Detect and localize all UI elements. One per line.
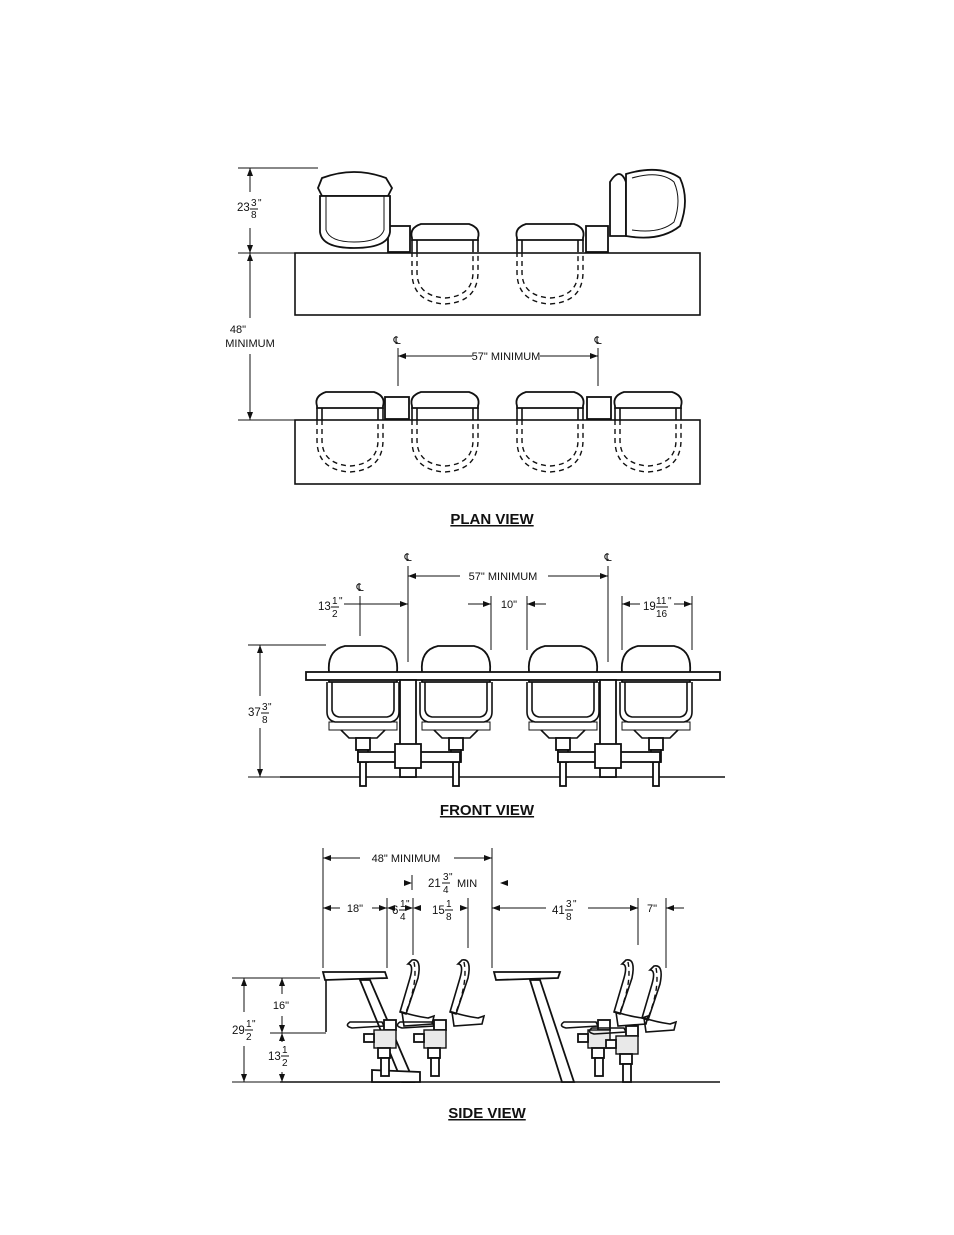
plan-view-title: PLAN VIEW xyxy=(450,511,534,528)
plan-chair xyxy=(515,391,585,473)
front-left-whole: 13 xyxy=(318,601,331,613)
front-cl-chair: ℄ xyxy=(355,582,363,594)
front-left-unit: " xyxy=(339,596,343,607)
side-c-den: 8 xyxy=(446,912,452,923)
plan-table-upper xyxy=(294,252,701,316)
front-chair xyxy=(619,645,693,787)
side-min-num: 3 xyxy=(443,872,449,883)
front-view-title: FRONT VIEW xyxy=(440,802,535,819)
side-b-den: 4 xyxy=(400,912,406,923)
side-b-whole: 6 xyxy=(392,905,398,917)
front-height-num: 3 xyxy=(262,702,268,713)
side-c-whole: 15 xyxy=(432,905,445,917)
side-chair xyxy=(560,958,649,1077)
plan-depth-den: 8 xyxy=(251,210,257,221)
side-e-label: 7" xyxy=(647,903,657,915)
plan-cl-right: ℄ xyxy=(593,335,601,347)
plan-chair-left-rotated xyxy=(317,171,411,253)
side-lower-num: 1 xyxy=(282,1045,288,1056)
side-lower-whole: 13 xyxy=(268,1051,281,1063)
side-b-num: 1 xyxy=(400,899,406,910)
front-left-num: 1 xyxy=(332,596,338,607)
side-d-den: 8 xyxy=(566,912,572,923)
plan-chair xyxy=(613,391,683,473)
side-table-left xyxy=(321,971,389,981)
plan-aisle-line2: MINIMUM xyxy=(225,338,275,350)
plan-chair xyxy=(515,223,585,305)
front-right-whole: 19 xyxy=(643,601,656,613)
front-right-unit: " xyxy=(668,596,672,607)
side-c-num: 1 xyxy=(446,899,452,910)
side-total-whole: 29 xyxy=(232,1025,245,1037)
side-d-num: 3 xyxy=(566,899,572,910)
front-height-den: 8 xyxy=(262,715,268,726)
side-a-label: 18" xyxy=(347,903,363,915)
side-total-den: 2 xyxy=(246,1032,252,1043)
front-cl-left: ℄ xyxy=(403,552,411,564)
plan-chair xyxy=(410,391,480,473)
front-height-unit: " xyxy=(268,702,272,713)
plan-chair xyxy=(315,391,385,473)
front-table-top xyxy=(305,671,721,681)
side-total-num: 1 xyxy=(246,1019,252,1030)
front-right-num: 11 xyxy=(656,596,667,607)
plan-depth-unit: " xyxy=(258,198,262,209)
plan-depth-whole: 23 xyxy=(237,202,250,214)
side-min-den: 4 xyxy=(443,885,449,896)
front-chair xyxy=(526,645,600,787)
side-d-unit: " xyxy=(573,899,577,910)
side-min-whole: 21 xyxy=(428,878,441,890)
side-lower-den: 2 xyxy=(282,1058,288,1069)
plan-depth-num: 3 xyxy=(251,198,257,209)
front-left-den: 2 xyxy=(332,609,338,620)
plan-chair xyxy=(410,223,480,305)
side-upper-label: 16" xyxy=(273,1000,289,1012)
side-d-whole: 41 xyxy=(552,905,565,917)
side-min-unit: " xyxy=(449,872,453,883)
plan-view xyxy=(238,167,701,485)
plan-aisle-line1: 48" xyxy=(230,324,246,336)
front-right-den: 16 xyxy=(656,609,668,620)
front-chair xyxy=(419,645,493,787)
side-min-suffix: MIN xyxy=(457,878,477,890)
side-view-title: SIDE VIEW xyxy=(448,1105,526,1122)
front-chair xyxy=(326,645,400,787)
front-height-whole: 37 xyxy=(248,707,261,719)
front-view xyxy=(248,566,725,787)
side-table-right xyxy=(492,971,562,981)
plan-centers-label: 57" MINIMUM xyxy=(472,351,541,363)
plan-chair-right-rotated xyxy=(585,168,686,253)
plan-cl-left: ℄ xyxy=(392,335,400,347)
side-b-unit: " xyxy=(406,899,410,910)
front-centers-label: 57" MINIMUM xyxy=(469,571,538,583)
plan-table-lower xyxy=(294,419,701,485)
front-gap-label: 10" xyxy=(501,599,517,611)
side-total-unit: " xyxy=(252,1019,256,1030)
front-cl-right: ℄ xyxy=(603,552,611,564)
side-overall-label: 48" MINIMUM xyxy=(372,853,441,865)
